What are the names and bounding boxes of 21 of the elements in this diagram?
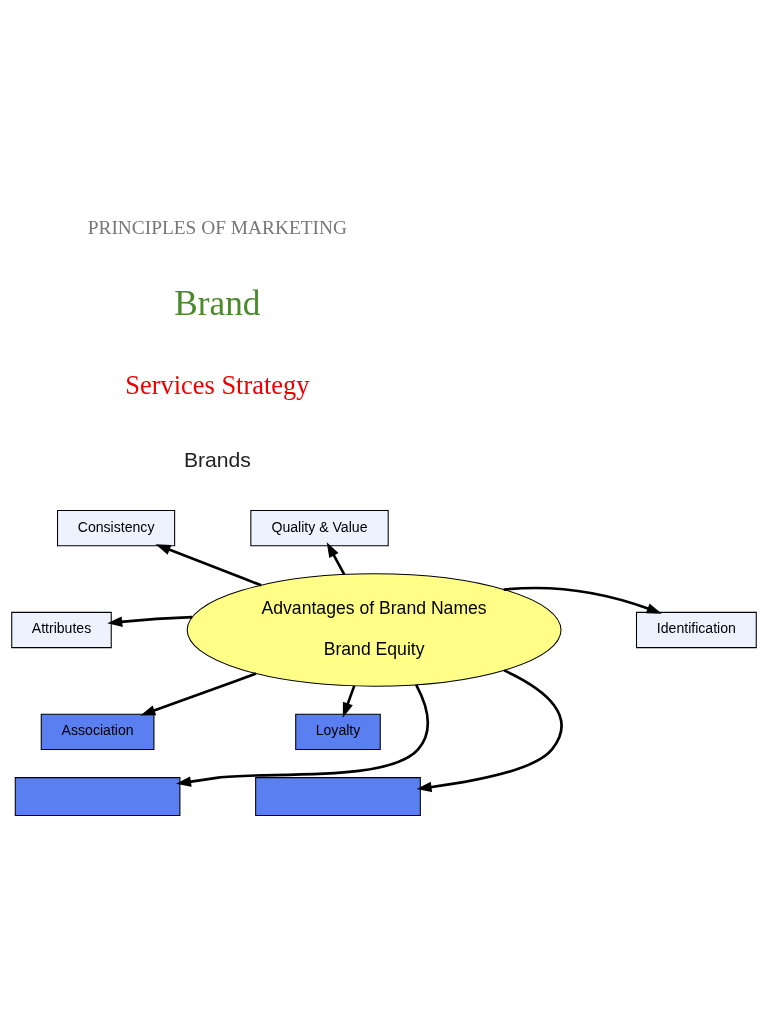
arrow xyxy=(326,542,346,575)
arrow xyxy=(342,685,356,718)
arrow xyxy=(503,586,662,614)
node-box xyxy=(255,777,421,816)
arrow xyxy=(140,672,257,716)
node-box: Attributes xyxy=(11,611,112,649)
arrow xyxy=(176,684,430,787)
arrow xyxy=(416,669,563,793)
node-ellipse: Advantages of Brand Names Brand Equity xyxy=(186,573,562,687)
node-box xyxy=(14,777,181,816)
node-box: Association xyxy=(40,713,155,750)
node-box: Loyalty xyxy=(295,713,381,750)
arrow xyxy=(155,544,262,587)
arrow xyxy=(107,615,193,627)
label: Services Strategy xyxy=(125,370,310,401)
node-box: Identification xyxy=(635,611,757,649)
node-box: Consistency xyxy=(57,510,176,547)
node-box: Quality & Value xyxy=(250,510,389,547)
label: PRINCIPLES OF MARKETING xyxy=(87,216,347,238)
label: Brand xyxy=(174,284,261,324)
label: Brands xyxy=(183,447,251,471)
